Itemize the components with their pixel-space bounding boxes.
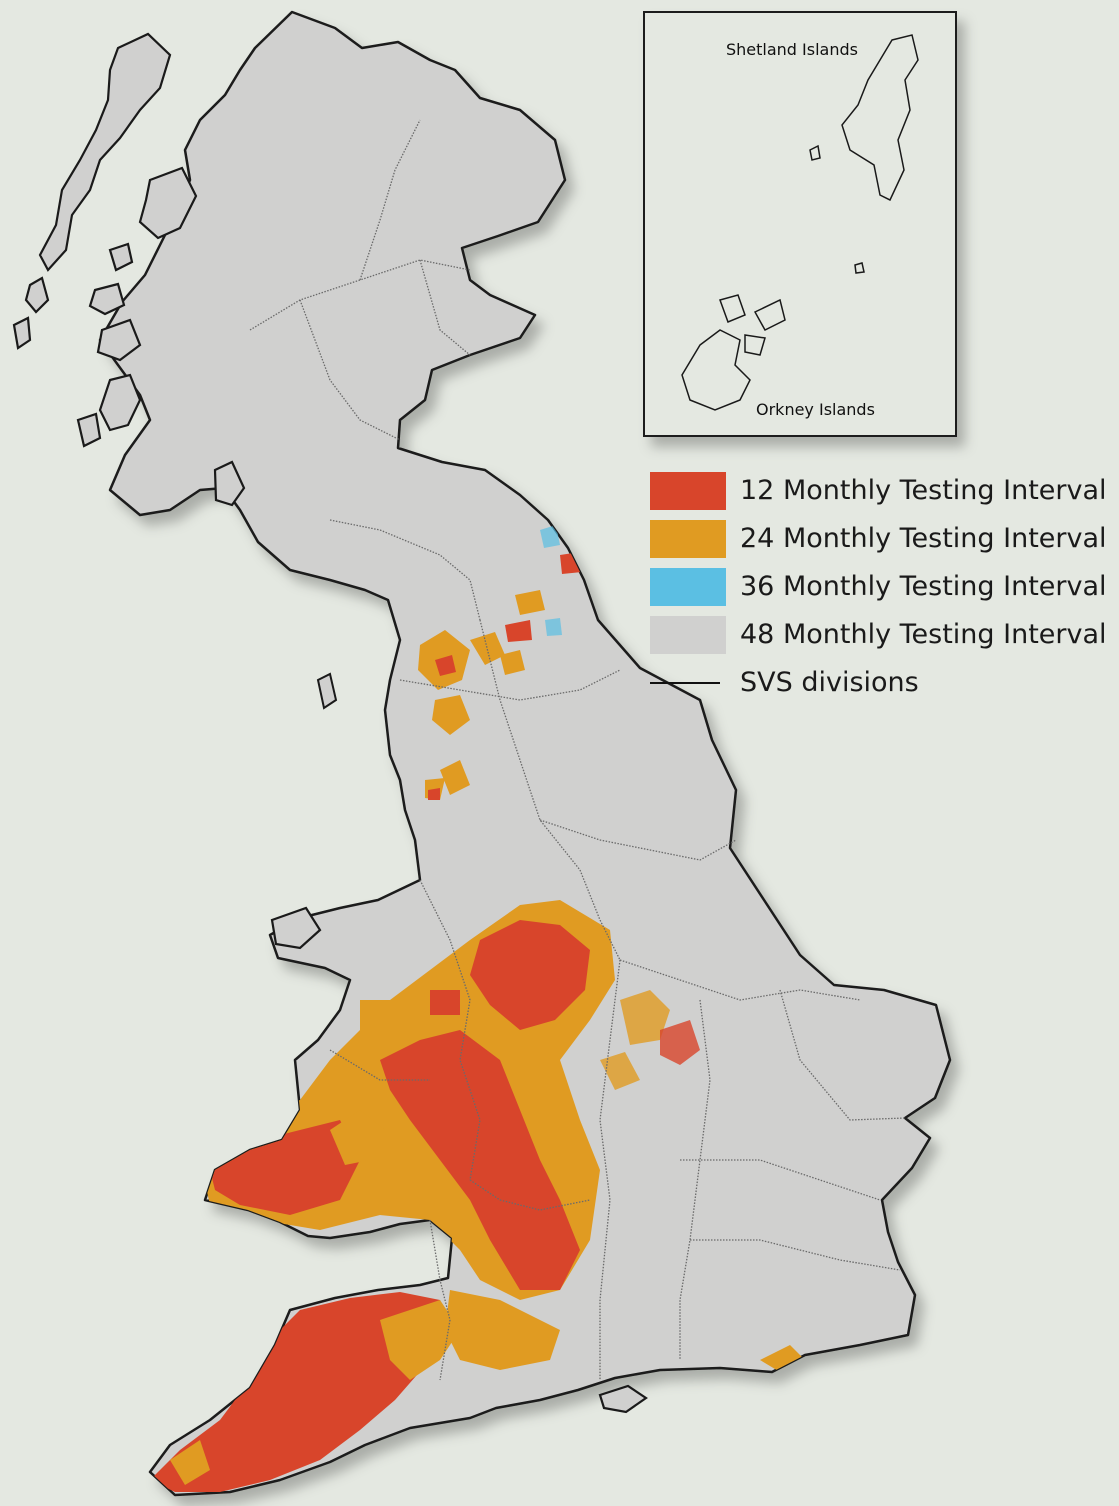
zone-mixed-midlands: [600, 990, 700, 1090]
legend-swatch-48-monthly: [650, 616, 726, 654]
orkney-islands-label: Orkney Islands: [756, 400, 875, 419]
svs-division-lines: [249, 119, 906, 1381]
legend-label: 24 Monthly Testing Interval: [740, 523, 1107, 554]
western-isles: [12, 32, 172, 350]
isle-of-wight: [598, 1384, 648, 1414]
shetland-islands-shape: [809, 34, 919, 274]
legend-swatch-36-monthly: [650, 568, 726, 606]
zone-12-monthly-north-patches: [428, 620, 532, 800]
legend-swatch-24-monthly: [650, 520, 726, 558]
legend-label: SVS divisions: [740, 667, 919, 698]
inset-box: Shetland Islands Orkney Islands: [643, 11, 957, 437]
zone-12-monthly-west: [200, 900, 615, 1300]
shetland-islands-label: Shetland Islands: [726, 40, 858, 59]
zone-12-monthly-southwest: [150, 1290, 560, 1492]
legend-line-svs-divisions: [650, 682, 720, 684]
legend-label: 12 Monthly Testing Interval: [740, 475, 1107, 506]
legend-label: 36 Monthly Testing Interval: [740, 571, 1107, 602]
inner-hebrides: [76, 166, 246, 507]
isle-of-man: [316, 672, 338, 710]
legend-swatch-12-monthly: [650, 472, 726, 510]
zone-36-monthly-north: [540, 525, 562, 636]
legend-label: 48 Monthly Testing Interval: [740, 619, 1107, 650]
anglesey: [270, 906, 322, 950]
orkney-islands-shape: [681, 294, 786, 411]
